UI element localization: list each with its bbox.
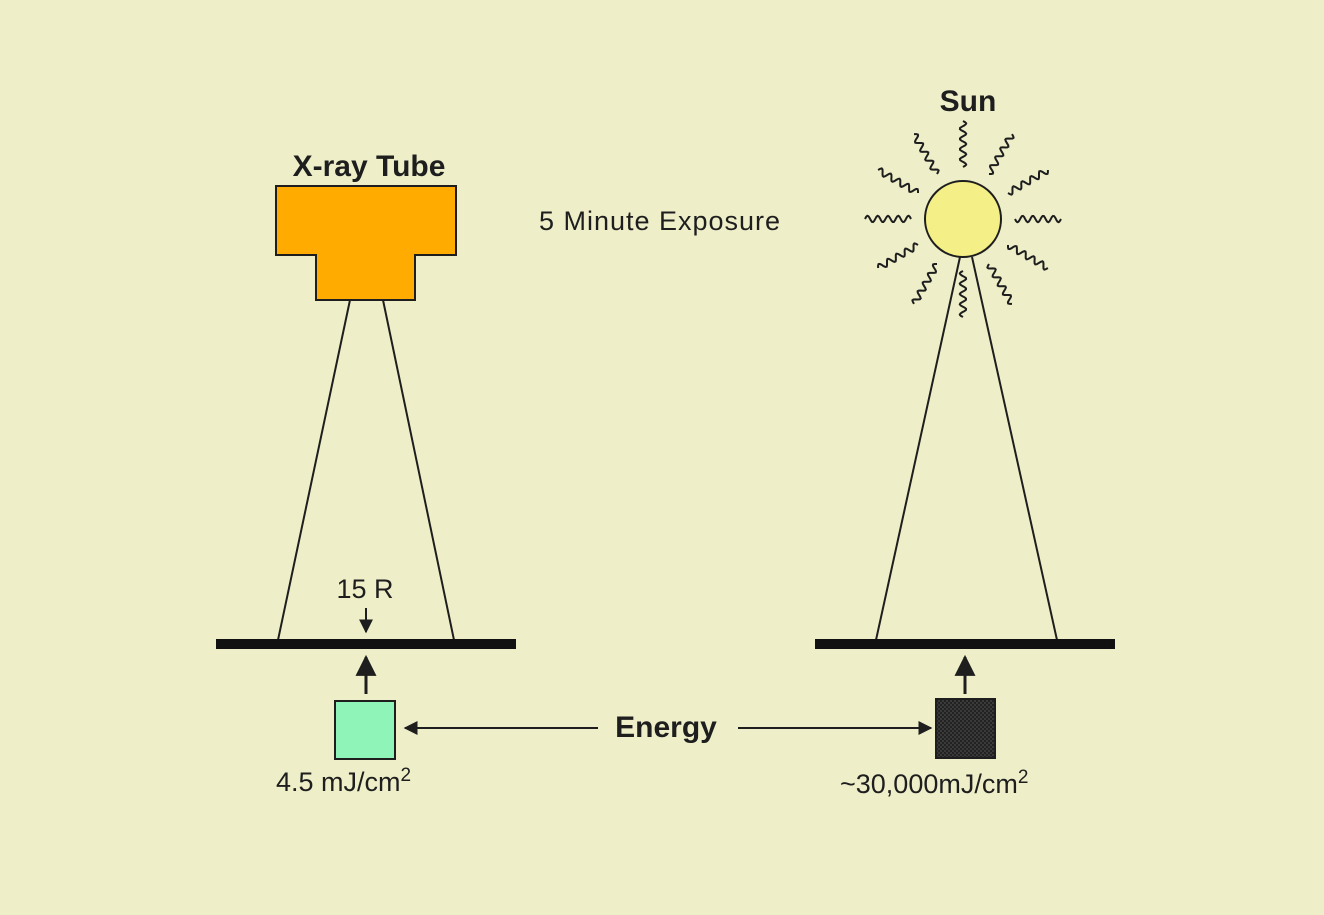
xray-energy-square xyxy=(334,700,396,760)
xray-energy-label: 4.5 mJ/cm2 xyxy=(276,765,411,797)
xray-tube-title: X-ray Tube xyxy=(293,150,446,183)
sun-ray-icon xyxy=(1007,169,1049,196)
sun-ray-icon xyxy=(877,167,919,194)
sun-ray-icon xyxy=(958,270,968,318)
sun-ray-icon xyxy=(877,242,919,269)
xray-tube-icon xyxy=(275,185,457,301)
exposure-label: 5 Minute Exposure xyxy=(539,206,781,236)
sun-energy-label: ~30,000mJ/cm2 xyxy=(840,767,1028,799)
xray-beam-left xyxy=(277,299,351,641)
sun-ray-icon xyxy=(958,120,968,168)
xray-beam-right xyxy=(382,299,455,641)
sun-ray-icon xyxy=(864,214,912,224)
xray-dose-label: 15 R xyxy=(336,574,393,604)
sun-icon xyxy=(924,180,1002,258)
sun-ray-icon xyxy=(986,263,1013,305)
sun-rays-icon xyxy=(864,120,1062,318)
sun-ray-icon xyxy=(1007,244,1049,271)
sun-energy-square xyxy=(935,698,996,759)
sun-beam-right xyxy=(971,256,1058,641)
sun-ray-icon xyxy=(911,263,938,305)
sun-ray-icon xyxy=(988,133,1015,175)
sun-title: Sun xyxy=(940,85,997,118)
xray-skin-surface-icon xyxy=(216,639,516,649)
sun-skin-surface-icon xyxy=(815,639,1115,649)
sun-beam-left xyxy=(875,256,961,641)
energy-label: Energy xyxy=(615,711,717,744)
sun-ray-icon xyxy=(1014,214,1062,224)
sun-ray-icon xyxy=(913,133,940,175)
